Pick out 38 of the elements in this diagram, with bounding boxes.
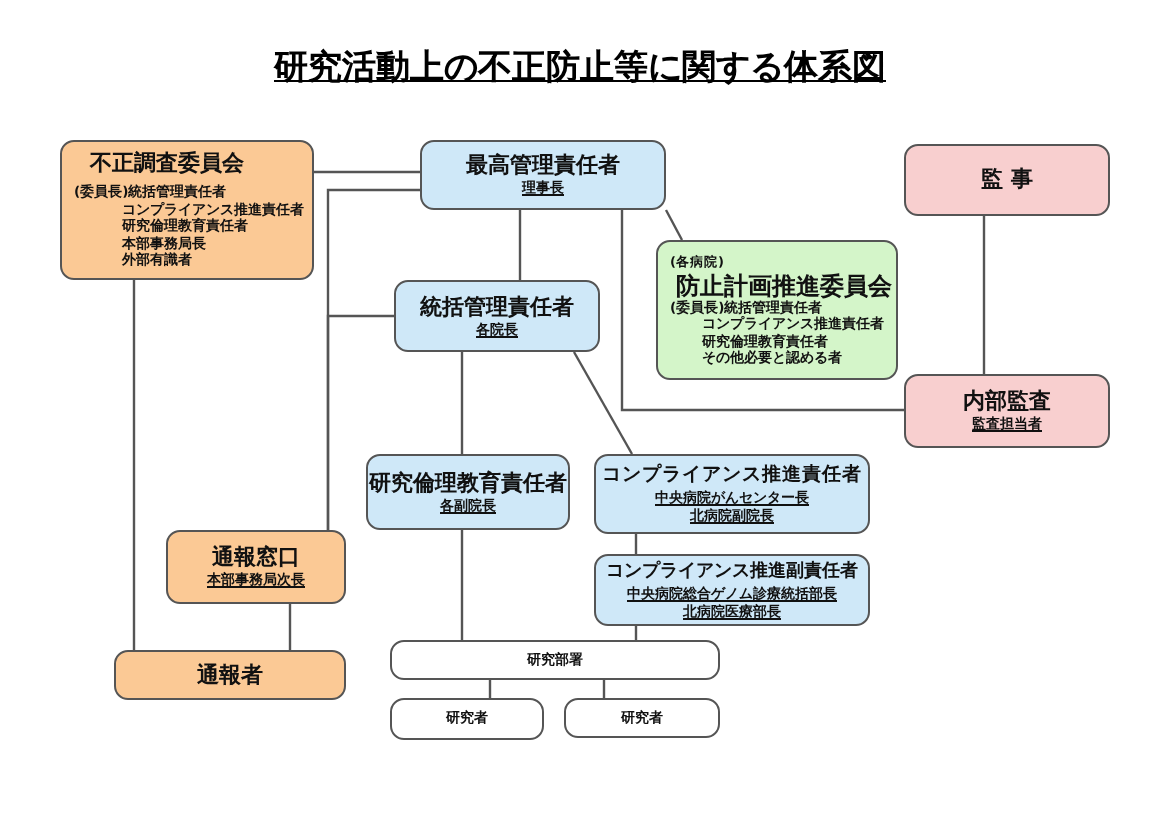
connector-line (314, 170, 420, 174)
role-box (904, 144, 1110, 216)
committee-title: 防止計画推進委員会 (676, 271, 892, 299)
connector-line (634, 534, 638, 554)
connector-line (460, 352, 464, 454)
role-box (904, 374, 1110, 448)
role-box (594, 454, 870, 534)
role-box (394, 280, 600, 352)
connector-line (982, 216, 986, 374)
committee-title: 不正調査委員会 (90, 150, 244, 179)
role-box (366, 454, 570, 530)
connector-line (620, 210, 904, 412)
committee-box (656, 240, 898, 380)
role-title: コンプライアンス推進責任者 (602, 462, 862, 490)
unit-box (564, 698, 720, 738)
connector-line (518, 210, 522, 280)
role-title: 通報者 (197, 661, 263, 689)
connector-line (572, 351, 634, 455)
committee-box (60, 140, 314, 280)
connector-line (664, 209, 684, 241)
role-title: 統括管理責任者 (420, 293, 574, 321)
unit-box (390, 640, 720, 680)
role-box (420, 140, 666, 210)
role-title: 内部監査 (963, 388, 1051, 416)
role-title: 研究倫理教育責任者 (369, 469, 567, 497)
role-title: 通報窓口 (212, 544, 300, 572)
role-title: 最高管理責任者 (466, 152, 620, 180)
diagram-title: 研究活動上の不正防止等に関する体系図 (274, 48, 886, 88)
role-box (166, 530, 346, 604)
unit-box (390, 698, 544, 740)
connector-line (132, 280, 136, 650)
role-box (114, 650, 346, 700)
role-box (594, 554, 870, 626)
connector-line (460, 530, 464, 640)
connector-line (288, 604, 292, 650)
role-title: 監 事 (981, 166, 1033, 194)
connector-line (326, 314, 394, 530)
role-title: コンプライアンス推進副責任者 (606, 558, 858, 586)
